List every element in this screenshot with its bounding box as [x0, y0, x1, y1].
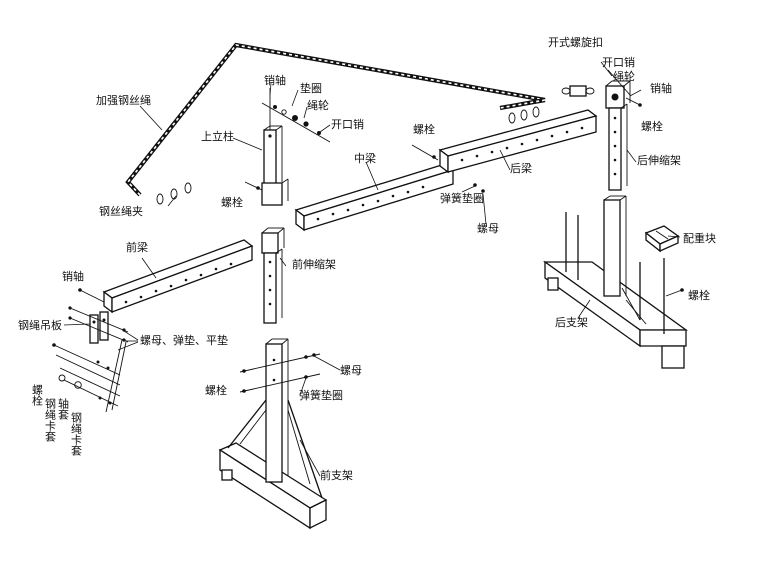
front-extension-post [261, 227, 285, 324]
rope-hanging-plate-assembly [52, 288, 129, 413]
label-bolt-middle: 螺栓 [413, 122, 435, 136]
label-spring-washer-front: 弹簧垫圈 [299, 388, 343, 402]
open-turnbuckle [561, 85, 595, 97]
front-beam-holes [124, 262, 233, 304]
rear-support-frame [542, 195, 689, 369]
front-beam [102, 239, 254, 314]
label-rear-frame: 后支架 [555, 316, 588, 329]
label-bolt-right: 螺栓 [641, 119, 663, 133]
label-rope-clip-vertical-b: 钢绳卡套 [70, 412, 83, 456]
front-support-frame [218, 338, 328, 530]
label-rear-extension: 后伸缩架 [637, 154, 681, 167]
label-bolt-left-vertical: 螺栓 [31, 384, 44, 407]
label-shaft-sleeve-vertical: 轴套 [57, 397, 70, 420]
middle-beam-holes [316, 185, 425, 221]
label-rope-wheel-top: 绳轮 [307, 98, 329, 112]
rear-beam [411, 109, 598, 193]
middle-beam [294, 163, 455, 232]
label-pin-shaft-left: 销轴 [62, 269, 84, 283]
rear-beam-holes [460, 126, 584, 162]
label-cotter-pin-top: 开口销 [331, 117, 364, 131]
label-rear-beam: 后梁 [510, 161, 532, 175]
label-spring-washer-mid: 弹簧垫圈 [440, 191, 484, 205]
label-upper-column: 上立柱 [201, 129, 234, 143]
label-middle-beam: 中梁 [354, 151, 376, 165]
counterweight-block [644, 225, 680, 253]
label-pin-shaft-right: 销轴 [650, 81, 672, 95]
rear-extension-post [605, 69, 642, 191]
label-nut-mid: 螺母 [477, 222, 499, 235]
label-bolt-rear-frame: 螺栓 [688, 288, 710, 302]
label-rope-wheel-right: 绳轮 [613, 69, 635, 83]
label-front-extension: 前伸缩架 [292, 257, 336, 271]
label-rope-hanging-plate: 钢绳吊板 [18, 318, 62, 332]
label-bolt-column: 螺栓 [221, 195, 243, 209]
label-washer-top: 垫圈 [300, 81, 322, 95]
leader-lines [63, 61, 681, 477]
label-pin-shaft-top: 销轴 [264, 73, 286, 87]
reinforcing-wire-rope [125, 42, 546, 197]
label-front-frame: 前支架 [320, 468, 353, 482]
label-reinforcing-rope: 加强钢丝绳 [96, 93, 151, 107]
label-rope-clip-vertical-a: 钢绳卡套 [44, 398, 57, 442]
label-open-turnbuckle: 开式螺旋扣 [548, 35, 603, 49]
label-rope-clamp: 钢丝绳夹 [99, 204, 143, 218]
label-counterweight: 配重块 [683, 231, 716, 245]
label-nut-spring-flat-washer: 螺母、弹垫、平垫 [140, 333, 228, 347]
label-bolt-front-frame: 螺栓 [205, 383, 227, 397]
labels: 开式螺旋扣 开口销 绳轮 销轴 螺栓 后伸缩架 配重块 螺栓 后支架 加强钢丝绳… [18, 35, 716, 482]
label-cotter-pin-right: 开口销 [602, 55, 635, 69]
upper-column [244, 88, 331, 206]
label-nut-front-frame: 螺母 [340, 364, 362, 377]
label-front-beam: 前梁 [126, 240, 148, 254]
